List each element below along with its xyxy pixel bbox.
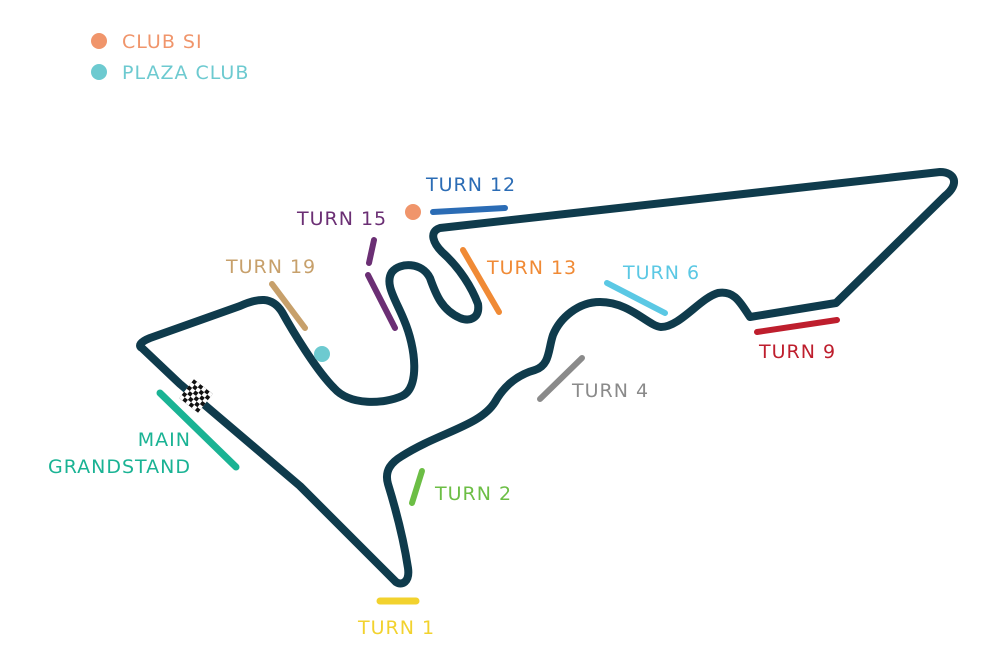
turn-2-marker: [409, 468, 425, 506]
turn-1-label: TURN 1: [357, 617, 435, 639]
checkered-flag-icon: [179, 379, 213, 413]
club-si-location-dot-icon[interactable]: [405, 204, 421, 220]
main-grandstand-label-line2: GRANDSTAND: [48, 456, 191, 478]
turn-13-area[interactable]: TURN 13: [460, 247, 577, 315]
turn-9-area[interactable]: TURN 9: [754, 317, 840, 363]
main-grandstand-marker: [156, 389, 240, 471]
legend-label-plaza-club: PLAZA CLUB: [122, 62, 249, 84]
turn-4-area[interactable]: TURN 4: [537, 355, 649, 402]
turn-15-area[interactable]: TURN 15: [296, 208, 398, 331]
plaza-club-dot-icon: [91, 64, 107, 80]
turn-19-marker: [269, 281, 308, 331]
legend-item-plaza-club[interactable]: PLAZA CLUB: [91, 62, 249, 84]
turn-13-marker: [460, 247, 502, 315]
club-si-dot-icon: [91, 33, 107, 49]
plaza-club-location-dot-icon[interactable]: [314, 346, 330, 362]
turn-6-label: TURN 6: [622, 262, 700, 284]
turn-6-marker: [604, 280, 668, 316]
turn-15-marker-bottom: [365, 272, 398, 331]
turn-2-label: TURN 2: [434, 483, 512, 505]
main-grandstand-label-line1: MAIN: [138, 429, 191, 451]
legend-item-club-si[interactable]: CLUB SI: [91, 31, 203, 53]
start-finish: [179, 379, 213, 413]
turn-9-label: TURN 9: [758, 341, 836, 363]
turn-4-label: TURN 4: [571, 380, 649, 402]
turn-2-area[interactable]: TURN 2: [409, 468, 512, 506]
turn-9-marker: [754, 317, 840, 335]
turn-4-marker: [537, 355, 585, 402]
turn-13-label: TURN 13: [486, 257, 577, 279]
turn-12-marker: [430, 205, 508, 215]
turn-15-marker-top: [366, 237, 377, 266]
turn-1-area[interactable]: TURN 1: [357, 597, 435, 639]
legend-label-club-si: CLUB SI: [122, 31, 203, 53]
main-grandstand-area[interactable]: MAIN GRANDSTAND: [48, 389, 240, 478]
legend: CLUB SI PLAZA CLUB: [91, 31, 249, 84]
turn-12-area[interactable]: TURN 12: [425, 174, 516, 215]
race-track-path: [136, 168, 958, 588]
turn-6-area[interactable]: TURN 6: [604, 262, 700, 316]
turn-15-label: TURN 15: [296, 208, 387, 230]
turn-19-label: TURN 19: [225, 256, 316, 278]
turn-12-label: TURN 12: [425, 174, 516, 196]
turn-19-area[interactable]: TURN 19: [225, 256, 316, 331]
